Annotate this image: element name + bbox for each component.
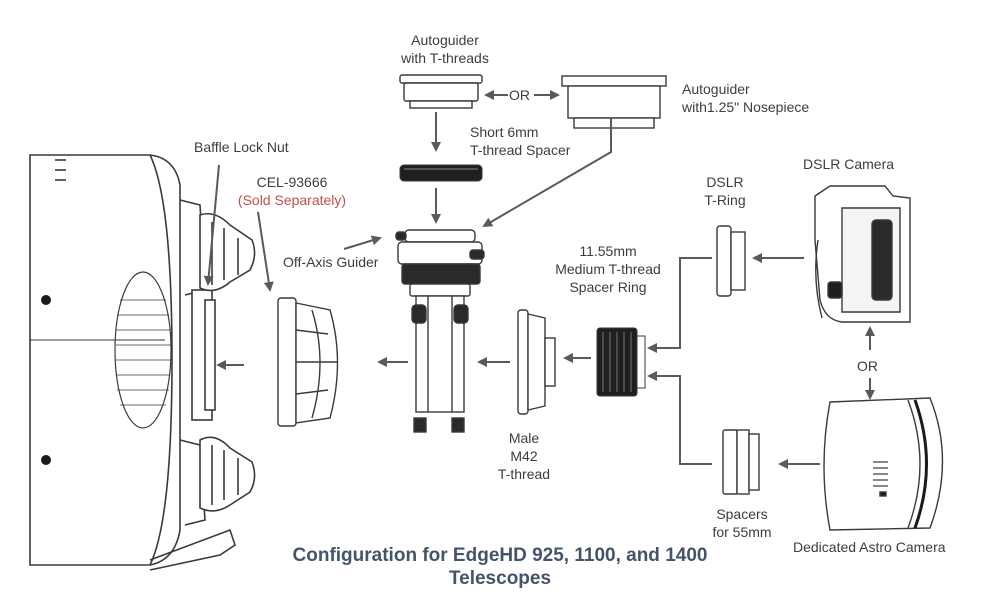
- label-line: with T-threads: [401, 50, 489, 66]
- label-astro-camera: Dedicated Astro Camera: [793, 539, 946, 555]
- label-line: M42: [510, 448, 538, 464]
- dslr-t-ring: [716, 225, 746, 297]
- label-line: Autoguider: [411, 32, 479, 48]
- spacers-55mm: [722, 429, 760, 495]
- label-or-top: OR: [509, 87, 530, 103]
- label-dslr-tring: DSLR T-Ring: [685, 173, 765, 209]
- male-m42-tthread: [517, 309, 556, 415]
- label-short-spacer: Short 6mm T-thread Spacer: [470, 123, 570, 159]
- label-line: T-thread: [497, 466, 551, 482]
- label-dslr-camera: DSLR Camera: [803, 156, 895, 172]
- label-line: Medium T-thread: [555, 261, 661, 277]
- autoguider-125-nosepiece: [561, 75, 667, 129]
- autoguider-t-threads: [399, 74, 483, 109]
- label-line: Autoguider: [682, 81, 750, 97]
- caption-line: Telescopes: [448, 568, 552, 589]
- astro-camera-body: [823, 397, 944, 531]
- label-line: DSLR: [706, 174, 744, 190]
- cel-93666-adapter: [277, 297, 339, 427]
- label-cel-part: CEL-93666: [256, 174, 328, 190]
- label-line: Male: [508, 430, 540, 446]
- caption-line: Configuration for EdgeHD 925, 1100, and …: [292, 545, 708, 566]
- label-spacers-55: Spacers for 55mm: [700, 505, 784, 541]
- label-off-axis-guider: Off-Axis Guider: [283, 254, 379, 270]
- label-line: T-Ring: [704, 192, 746, 208]
- label-sold-separately: (Sold Separately): [237, 192, 347, 208]
- dslr-camera-body: [814, 185, 911, 323]
- label-medium-spacer: 11.55mm Medium T-thread Spacer Ring: [538, 242, 678, 296]
- label-line: with1.25" Nosepiece: [682, 99, 810, 115]
- mount-bolt: [41, 295, 51, 305]
- label-line: 11.55mm: [579, 243, 637, 259]
- mount-bolt: [41, 455, 51, 465]
- label-baffle-lock-nut: Baffle Lock Nut: [194, 139, 289, 155]
- medium-spacer-ring: [596, 327, 646, 397]
- label-line: Short 6mm: [470, 124, 539, 140]
- short-6mm-spacer: [399, 164, 483, 182]
- off-axis-guider: [395, 229, 485, 433]
- label-autoguider-t: Autoguider with T-threads: [380, 31, 510, 67]
- label-or-right: OR: [857, 358, 878, 374]
- connector-arrows: [203, 90, 875, 469]
- diagram-caption: Configuration for EdgeHD 925, 1100, and …: [200, 544, 800, 590]
- label-line: Spacers: [716, 506, 768, 522]
- label-male-m42: Male M42 T-thread: [484, 429, 564, 483]
- telescope-rear-cell: [29, 154, 256, 571]
- label-line: for 55mm: [712, 524, 772, 540]
- label-line: T-thread Spacer: [470, 142, 571, 158]
- label-line: Spacer Ring: [569, 279, 647, 295]
- label-autoguider-125: Autoguider with1.25" Nosepiece: [682, 80, 809, 116]
